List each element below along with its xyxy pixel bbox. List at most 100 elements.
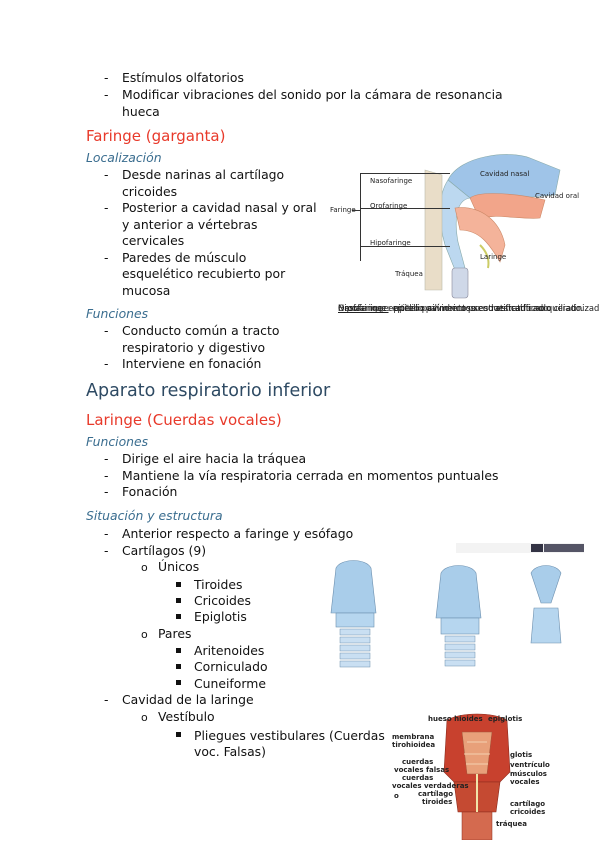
label-hipofaringe: Hipofaringe: [370, 239, 411, 247]
list-item: Epiglotis: [194, 609, 247, 624]
label-tirohioidea: tirohioidea: [392, 741, 436, 749]
figure-header-block: [544, 544, 584, 552]
list-item: Interviene en fonación: [122, 356, 262, 371]
dash-bullet: -: [104, 200, 109, 215]
label-leader: [360, 246, 450, 247]
label-o: o: [394, 792, 399, 800]
label-orofaringe: Orofaringe: [370, 202, 408, 210]
larynx-cartilages-illustration: [330, 560, 562, 668]
subheading-funciones: Funciones: [86, 434, 149, 449]
caption-line: Orofaringe: epitelio pavimentoso estrati…: [338, 302, 599, 314]
larynx-interior-figure: hueso hioides epiglotis membrana tirohio…: [392, 712, 562, 840]
section-title-laringe: Laringe (Cuerdas vocales): [86, 411, 282, 429]
dash-bullet: -: [104, 543, 109, 558]
label-musculos: músculos: [510, 770, 547, 778]
section-title-faringe: Faringe (garganta): [86, 127, 226, 145]
label-cavidad-nasal: Cavidad nasal: [480, 170, 530, 178]
label-vocales-falsas: vocales falsas: [394, 766, 450, 774]
list-item-continuation: hueca: [122, 104, 160, 119]
subheading-localizacion: Localización: [86, 150, 162, 165]
caption-desc: : epitelio cilíndrico pseudoestratificad…: [388, 303, 584, 313]
list-item: Únicos: [158, 559, 200, 574]
dash-bullet: -: [104, 526, 109, 541]
list-item: Estímulos olfatorios: [122, 70, 244, 85]
caption-desc: : epitelio pavimentoso estratificado no …: [382, 303, 599, 313]
caption-line: Hipofaringe: epitelio pavimentoso no est…: [338, 302, 551, 314]
list-item: Fonación: [122, 484, 178, 499]
list-item-continuation: respiratorio y digestivo: [122, 340, 266, 355]
list-item: Cricoides: [194, 593, 251, 608]
list-item: Cuneiforme: [194, 676, 266, 691]
figure-header-block: [531, 544, 543, 552]
square-bullet: [176, 582, 181, 587]
subheading-funciones: Funciones: [86, 306, 149, 321]
label-ventriculo: ventrículo: [510, 761, 550, 769]
label-leader: [360, 173, 450, 174]
circle-bullet: o: [141, 711, 148, 724]
list-item: Vestíbulo: [158, 709, 215, 724]
dash-bullet: -: [104, 692, 109, 707]
label-epiglotis: epiglotis: [488, 715, 523, 723]
list-item: Cavidad de la laringe: [122, 692, 254, 707]
label-faringe: Faringe: [330, 206, 356, 214]
circle-bullet: o: [141, 628, 148, 641]
square-bullet: [176, 648, 181, 653]
label-cartilago: cartílago: [418, 790, 454, 798]
list-item: Paredes de músculo: [122, 250, 247, 265]
pharynx-illustration: [424, 154, 561, 299]
label-cartilago: cartílago: [510, 800, 546, 808]
list-item: Aritenoides: [194, 643, 265, 658]
label-glotis: glotis: [510, 751, 533, 759]
dash-bullet: -: [104, 167, 109, 182]
label-cuerdas: cuerdas: [402, 774, 434, 782]
label-tiroides: tiroides: [422, 798, 453, 806]
list-item: Conducto común a tracto: [122, 323, 280, 338]
dash-bullet: -: [104, 356, 109, 371]
pharynx-figure: Nasofaringe Faringe Orofaringe Hipofarin…: [330, 150, 590, 300]
label-hueso-hioides: hueso hioides: [428, 715, 483, 723]
list-item: Dirige el aire hacia la tráquea: [122, 451, 307, 466]
label-cavidad-oral: Cavidad oral: [535, 192, 580, 200]
label-membrana: membrana: [392, 733, 435, 741]
list-item-continuation: y anterior a vértebras: [122, 217, 258, 232]
square-bullet: [176, 598, 181, 603]
label-cricoides: cricoides: [510, 808, 546, 816]
caption-term: Nasofaringe: [338, 303, 389, 313]
list-item: Anterior respecto a faringe y esófago: [122, 526, 354, 541]
bracket-line: [360, 173, 361, 261]
list-item: Corniculado: [194, 659, 268, 674]
square-bullet: [176, 680, 181, 685]
list-item-continuation: mucosa: [122, 283, 171, 298]
dash-bullet: -: [104, 87, 109, 102]
larynx-interior-illustration: [443, 713, 511, 840]
larynx-cartilages-figure: [306, 543, 584, 693]
label-cuerdas: cuerdas: [402, 758, 434, 766]
label-vocales: vocales: [510, 778, 540, 786]
list-item: Desde narinas al cartílago: [122, 167, 285, 182]
list-item: Posterior a cavidad nasal y oral: [122, 200, 317, 215]
list-item-continuation: voc. Falsas): [194, 744, 266, 759]
dash-bullet: -: [104, 70, 109, 85]
list-item-continuation: cricoides: [122, 184, 178, 199]
list-item: Modificar vibraciones del sonido por la …: [122, 87, 503, 102]
dash-bullet: -: [104, 468, 109, 483]
square-bullet: [176, 732, 181, 737]
label-vocales-verdaderas: vocales verdaderas: [392, 782, 469, 790]
dash-bullet: -: [104, 250, 109, 265]
caption-term: Hipofaringe: [338, 303, 387, 313]
section-title-inferior: Aparato respiratorio inferior: [86, 381, 331, 401]
dash-bullet: -: [104, 484, 109, 499]
list-item-continuation: cervicales: [122, 233, 185, 248]
figure-header-strip: [456, 543, 584, 553]
caption-term: Orofaringe: [338, 303, 383, 313]
list-item-continuation: esquelético recubierto por: [122, 266, 286, 281]
square-bullet: [176, 614, 181, 619]
square-bullet: [176, 664, 181, 669]
label-leader: [352, 210, 360, 211]
label-traquea: tráquea: [496, 820, 527, 828]
list-item: Mantiene la vía respiratoria cerrada en …: [122, 468, 499, 483]
list-item: Pliegues vestibulares (Cuerdas: [194, 728, 385, 743]
dash-bullet: -: [104, 323, 109, 338]
list-item: Cartílagos (9): [122, 543, 207, 558]
caption-desc: : epitelio pavimentoso no estratificado.: [386, 303, 551, 313]
